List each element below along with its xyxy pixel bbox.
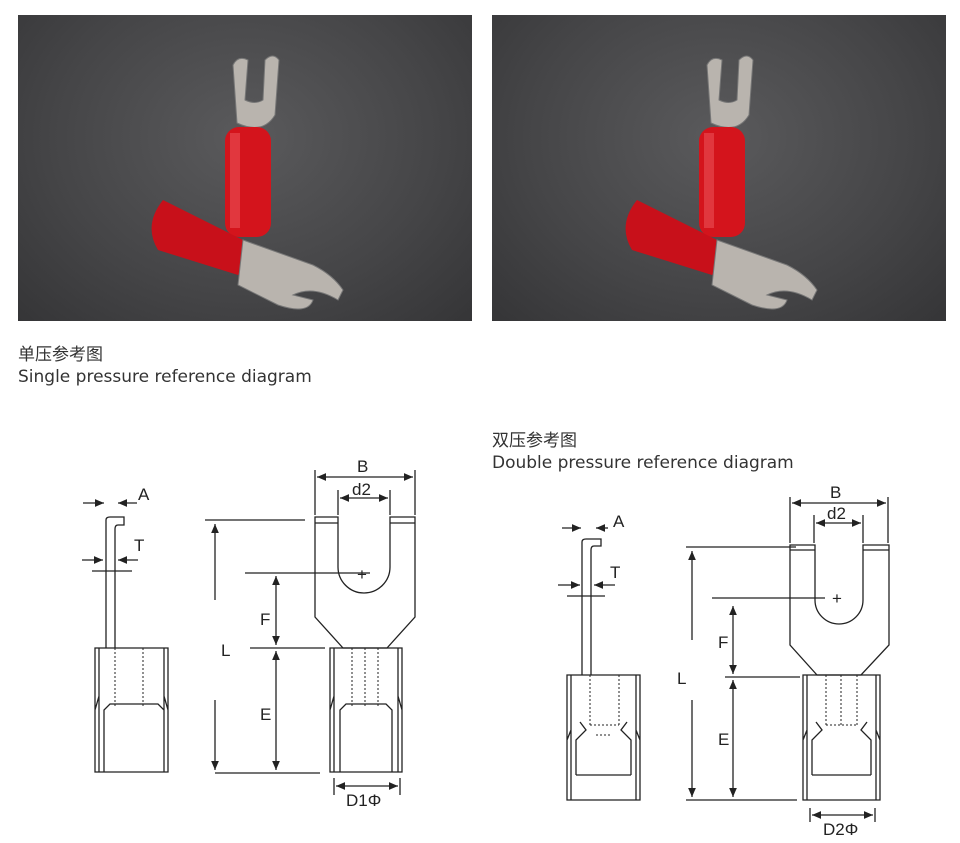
- spade-terminal-image: [151, 55, 344, 310]
- dim-label-b: B: [357, 457, 368, 476]
- dim-label-t: T: [610, 563, 620, 582]
- dim-label-t: T: [134, 536, 144, 555]
- dim-label-l: L: [221, 641, 230, 660]
- front-view: + B d2 L F E D1Φ: [205, 457, 416, 810]
- side-view: A T: [82, 485, 169, 773]
- caption-en: Double pressure reference diagram: [492, 453, 794, 473]
- center-mark: +: [832, 589, 842, 608]
- single-pressure-caption: 单压参考图 Single pressure reference diagram: [18, 344, 312, 388]
- dim-label-d2: d2: [827, 504, 846, 523]
- dim-label-f: F: [718, 633, 728, 652]
- dim-label-b: B: [830, 483, 841, 502]
- product-photo-left: [18, 15, 472, 321]
- dim-label-a: A: [613, 512, 625, 531]
- dim-label-d2-phi: D2Φ: [823, 820, 858, 839]
- side-view: A T: [558, 512, 641, 801]
- double-diagram: A T + B d2: [558, 483, 890, 839]
- caption-cn: 双压参考图: [492, 431, 577, 451]
- caption-cn: 单压参考图: [18, 345, 103, 365]
- dim-label-d2: d2: [352, 480, 371, 499]
- dim-label-e: E: [718, 730, 729, 749]
- dim-label-f: F: [260, 610, 270, 629]
- product-photo-right: [492, 15, 946, 321]
- center-mark: +: [357, 565, 367, 584]
- single-diagram: A T + B d2: [82, 457, 416, 810]
- dim-label-l: L: [677, 669, 686, 688]
- spade-terminal-image: [625, 55, 818, 310]
- double-pressure-caption: 双压参考图 Double pressure reference diagram: [492, 430, 794, 474]
- dim-label-a: A: [138, 485, 150, 504]
- caption-en: Single pressure reference diagram: [18, 367, 312, 387]
- front-view: + B d2 L F E D2Φ: [677, 483, 890, 839]
- dim-label-e: E: [260, 705, 271, 724]
- dim-label-d1: D1Φ: [346, 791, 381, 810]
